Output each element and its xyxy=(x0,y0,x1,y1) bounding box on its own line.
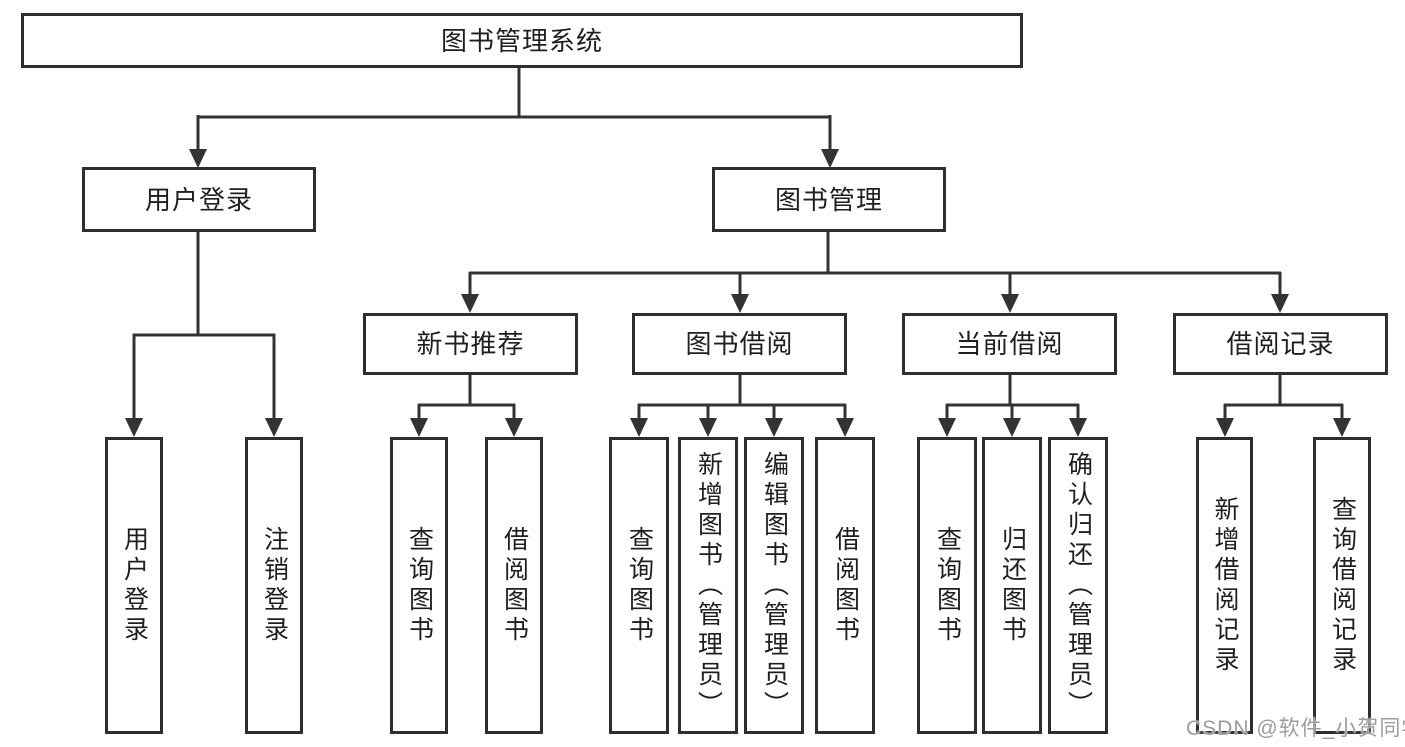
arrow-head-icon xyxy=(765,418,783,437)
node-label: 新书推荐 xyxy=(416,329,525,359)
node-label: 查询图书 xyxy=(405,525,434,646)
arrow-head-icon xyxy=(189,149,207,168)
arrow-head-icon xyxy=(699,418,717,437)
arrow-head-icon xyxy=(938,418,956,437)
arrow-head-icon xyxy=(1271,294,1289,313)
node-new-book-recommend: 新书推荐 xyxy=(363,313,578,375)
node-label: 归还图书 xyxy=(998,525,1027,646)
node-current-borrowing: 当前借阅 xyxy=(902,313,1117,375)
leaf-confirm-return-admin: 确认归还（管理员） xyxy=(1048,437,1108,734)
leaf-edit-book-admin: 编辑图书（管理员） xyxy=(744,437,804,734)
arrow-head-icon xyxy=(1333,418,1351,437)
node-label: 用户登录 xyxy=(144,184,253,215)
node-label: 新增借阅记录 xyxy=(1211,495,1239,676)
arrow-head-icon xyxy=(630,418,648,437)
arrow-head-icon xyxy=(1003,418,1021,437)
arrow-head-icon xyxy=(836,418,854,437)
node-label: 借阅记录 xyxy=(1226,329,1335,359)
leaf-query-books-recommend: 查询图书 xyxy=(390,437,448,734)
node-label: 查询借阅记录 xyxy=(1328,495,1357,676)
node-label: 图书借阅 xyxy=(685,329,794,359)
arrow-head-icon xyxy=(125,418,143,437)
node-label: 确认归还（管理员） xyxy=(1064,450,1093,721)
node-label: 当前借阅 xyxy=(955,329,1064,359)
node-book-borrowing: 图书借阅 xyxy=(632,313,847,375)
node-root-system: 图书管理系统 xyxy=(21,13,1023,68)
arrow-head-icon xyxy=(1216,418,1234,437)
node-label: 新增图书（管理员） xyxy=(694,450,723,721)
node-label: 用户登录 xyxy=(120,525,149,646)
leaf-borrow-books: 借阅图书 xyxy=(815,437,875,734)
leaf-logout: 注销登录 xyxy=(245,437,303,734)
node-label: 查询图书 xyxy=(625,525,654,646)
arrow-head-icon xyxy=(1069,418,1087,437)
leaf-user-login: 用户登录 xyxy=(105,437,163,734)
leaf-add-book-admin: 新增图书（管理员） xyxy=(678,437,738,734)
node-label: 图书管理 xyxy=(774,184,883,215)
arrow-head-icon xyxy=(461,294,479,313)
arrow-head-icon xyxy=(1001,294,1019,313)
leaf-borrow-books-recommend: 借阅图书 xyxy=(485,437,543,734)
leaf-query-books-borrow: 查询图书 xyxy=(609,437,669,734)
node-book-management: 图书管理 xyxy=(712,167,946,232)
node-label: 查询图书 xyxy=(933,525,962,646)
arrow-head-icon xyxy=(821,149,839,168)
leaf-return-books: 归还图书 xyxy=(982,437,1042,734)
node-label: 注销登录 xyxy=(260,525,289,646)
arrow-head-icon xyxy=(410,418,428,437)
node-label: 借阅图书 xyxy=(831,525,860,646)
node-label: 图书管理系统 xyxy=(440,25,603,56)
leaf-query-books-current: 查询图书 xyxy=(917,437,977,734)
node-label: 编辑图书（管理员） xyxy=(760,450,789,721)
node-label: 借阅图书 xyxy=(500,525,529,646)
node-borrowing-records: 借阅记录 xyxy=(1173,313,1388,375)
leaf-add-borrow-record: 新增借阅记录 xyxy=(1196,437,1253,734)
leaf-query-borrow-record: 查询借阅记录 xyxy=(1313,437,1371,734)
node-user-login: 用户登录 xyxy=(82,167,316,232)
csdn-watermark: CSDN @软件_小贺同学 xyxy=(1186,717,1405,740)
arrow-head-icon xyxy=(505,418,523,437)
arrow-head-icon xyxy=(731,294,749,313)
arrow-heads xyxy=(125,149,1351,437)
arrow-head-icon xyxy=(265,418,283,437)
connector-lines xyxy=(132,67,1344,424)
